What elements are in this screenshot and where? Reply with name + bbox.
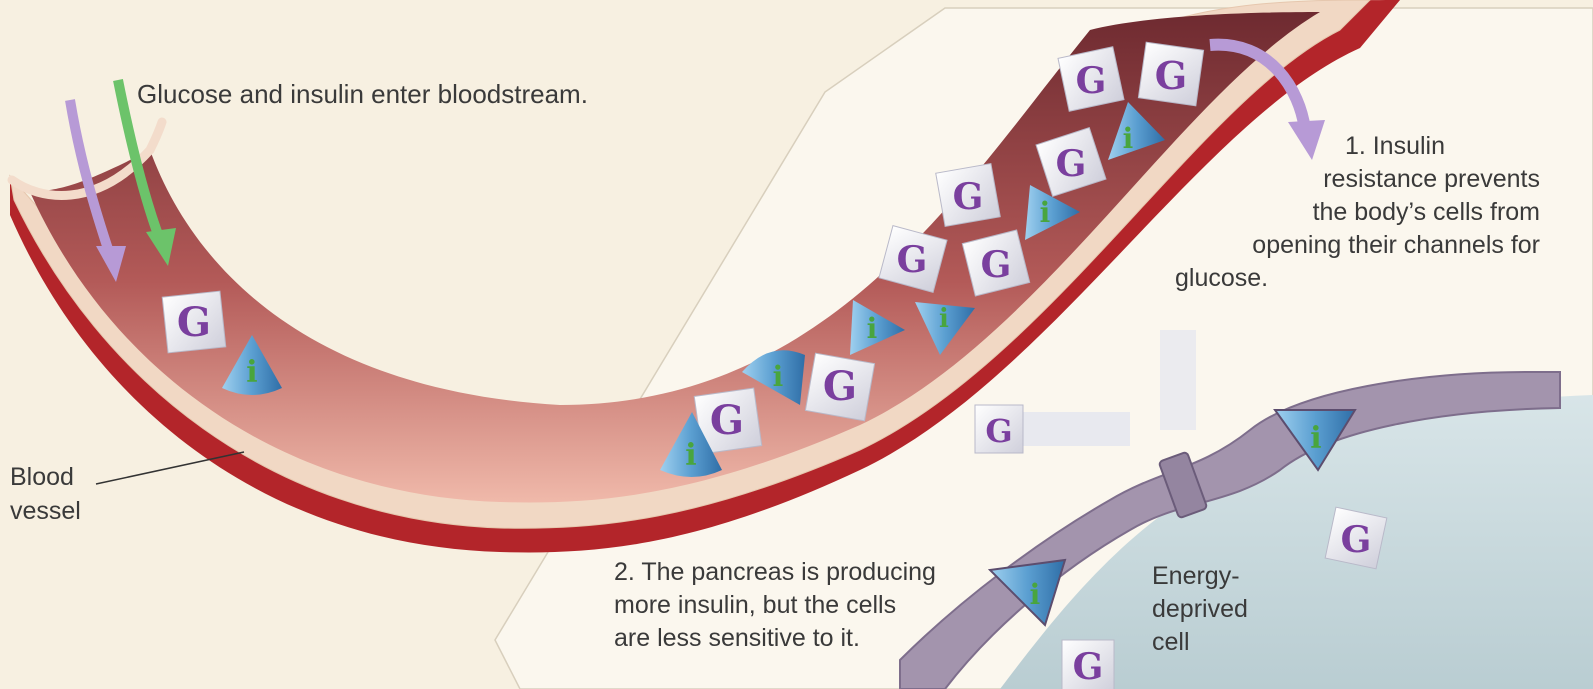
- glucose-molecule: G: [1058, 47, 1124, 111]
- glucose-molecule: G: [1062, 640, 1114, 689]
- caption-line: deprived: [1152, 593, 1248, 626]
- caption-line: 2. The pancreas is producing: [614, 556, 936, 589]
- blood-vessel-label-line: Blood: [10, 460, 81, 494]
- caption-line: Energy-: [1152, 560, 1248, 593]
- glucose-molecule: G: [162, 291, 226, 353]
- top-caption: Glucose and insulin enter bloodstream.: [137, 78, 588, 110]
- glucose-molecule: G: [1325, 507, 1387, 569]
- svg-text:i: i: [1123, 122, 1134, 155]
- svg-text:G: G: [177, 299, 211, 346]
- svg-text:G: G: [823, 363, 857, 410]
- glucose-molecule: G: [936, 164, 1001, 227]
- blood-vessel-label: Blood vessel: [10, 460, 81, 528]
- svg-text:i: i: [685, 438, 696, 473]
- svg-text:G: G: [1076, 60, 1107, 102]
- svg-text:i: i: [773, 360, 784, 393]
- caption-line: the body’s cells from: [1160, 196, 1540, 229]
- pancreas-caption: 2. The pancreas is producing more insuli…: [614, 556, 936, 655]
- svg-text:G: G: [981, 244, 1012, 286]
- svg-text:G: G: [897, 239, 928, 281]
- svg-text:G: G: [1341, 519, 1372, 561]
- caption-line: opening their channels for: [1160, 229, 1540, 262]
- caption-line: more insulin, but the cells: [614, 589, 936, 622]
- caption-line: cell: [1152, 626, 1248, 659]
- blood-vessel-label-line: vessel: [10, 494, 81, 528]
- svg-text:G: G: [1155, 53, 1187, 98]
- svg-text:i: i: [1310, 421, 1321, 456]
- glucose-molecule: G: [805, 353, 874, 421]
- svg-text:G: G: [1073, 646, 1104, 688]
- glucose-molecule: G: [1138, 42, 1203, 106]
- caption-line: glucose.: [1160, 262, 1540, 295]
- svg-text:G: G: [1056, 143, 1087, 185]
- svg-text:i: i: [1030, 578, 1041, 611]
- energy-deprived-cell-label: Energy- deprived cell: [1152, 560, 1248, 659]
- svg-text:i: i: [867, 312, 878, 345]
- svg-text:i: i: [1040, 196, 1051, 229]
- caption-line: are less sensitive to it.: [614, 622, 936, 655]
- glucose-molecule: G: [975, 405, 1023, 453]
- svg-text:G: G: [710, 397, 744, 444]
- insulin-resistance-caption: 1. Insulin resistance prevents the body’…: [1160, 130, 1540, 295]
- svg-text:i: i: [246, 355, 257, 390]
- caption-line: 1. Insulin: [1160, 130, 1540, 163]
- svg-text:G: G: [985, 412, 1012, 450]
- caption-line: resistance prevents: [1160, 163, 1540, 196]
- svg-text:i: i: [939, 304, 949, 334]
- svg-text:G: G: [953, 176, 984, 218]
